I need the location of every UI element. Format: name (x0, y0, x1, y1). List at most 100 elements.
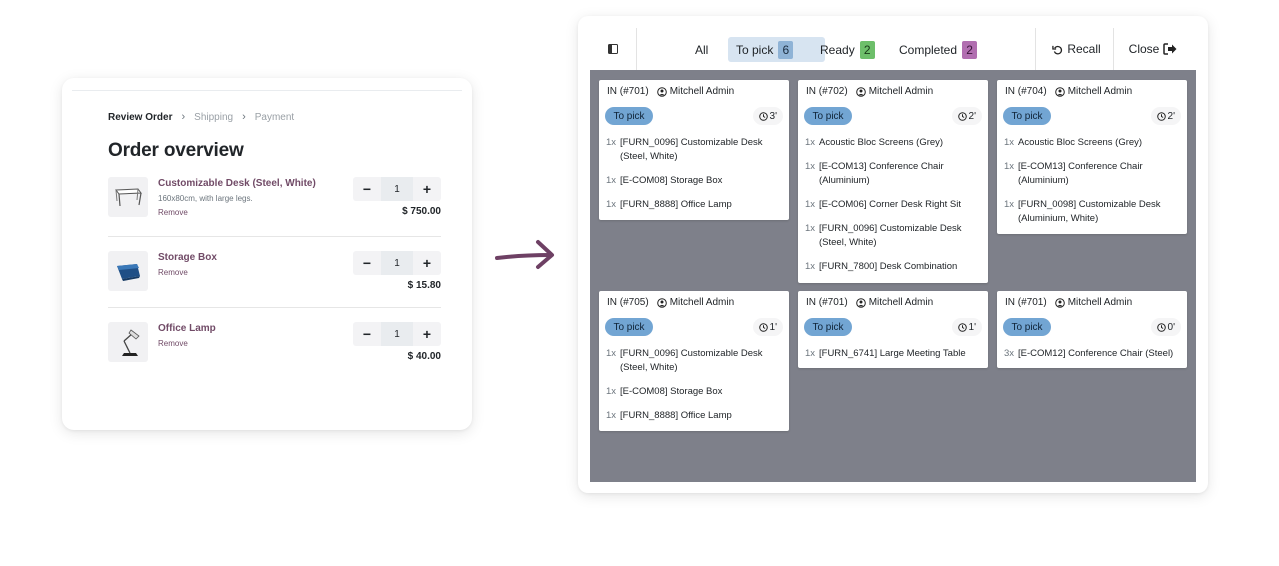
quantity-input[interactable]: 1 (381, 177, 413, 201)
tab-all-label: All (695, 42, 709, 57)
line-product: [FURN_7800] Desk Combination (819, 261, 958, 272)
breadcrumb-review-order[interactable]: Review Order (108, 111, 173, 123)
card-line: 1x [E-COM13] Conference Chair (Aluminium… (1004, 160, 1181, 188)
increase-quantity-button[interactable]: + (413, 177, 441, 201)
clock-icon (758, 322, 768, 332)
tab-to-pick[interactable]: To pick 6 (728, 37, 825, 62)
clock-icon (1156, 111, 1166, 121)
card-user: Mitchell Admin (868, 86, 934, 97)
picking-card[interactable]: IN (#702) Mitchell Admin To pick 2' 1x A… (798, 80, 988, 283)
order-line: Storage Box Remove − 1 + $ 15.80 (108, 251, 441, 313)
line-quantity: 1x (606, 348, 617, 359)
timer-value: 0' (1167, 321, 1175, 333)
status-badge: To pick (1003, 318, 1051, 336)
product-image-storage-box (108, 251, 148, 291)
user-icon (656, 297, 667, 308)
card-reference: IN (#701) (1005, 297, 1047, 308)
picking-kanban-window: All To pick 6 Ready 2 Completed 2 Recall… (578, 16, 1208, 493)
picking-card[interactable]: IN (#701) Mitchell Admin To pick 1' 1x [… (798, 291, 988, 368)
divider (72, 90, 462, 91)
quantity-input[interactable]: 1 (381, 322, 413, 346)
card-reference: IN (#702) (806, 86, 848, 97)
timer-badge: 2' (1150, 107, 1181, 125)
line-quantity: 1x (805, 348, 816, 359)
status-badge: To pick (804, 107, 852, 125)
timer-badge: 2' (951, 107, 982, 125)
breadcrumb-shipping[interactable]: Shipping (194, 111, 234, 123)
decrease-quantity-button[interactable]: − (353, 322, 381, 346)
page-title: Order overview (108, 140, 244, 161)
card-line: 1x [E-COM08] Storage Box (606, 174, 783, 188)
line-quantity: 1x (805, 161, 816, 172)
status-badge: To pick (804, 318, 852, 336)
chevron-right-icon: › (242, 111, 246, 123)
quantity-input[interactable]: 1 (381, 251, 413, 275)
card-header: IN (#701) Mitchell Admin (806, 297, 933, 308)
card-lines: 1x [FURN_6741] Large Meeting Table (805, 347, 982, 371)
card-line: 1x [FURN_6741] Large Meeting Table (805, 347, 982, 361)
count-badge: 2 (962, 40, 978, 59)
line-product: Acoustic Bloc Screens (Grey) (1018, 137, 1143, 148)
line-price: $ 40.00 (407, 351, 441, 362)
card-line: 1x [E-COM08] Storage Box (606, 385, 783, 399)
status-badge: To pick (605, 318, 653, 336)
arrow-right-icon (494, 236, 558, 279)
picking-card[interactable]: IN (#701) Mitchell Admin To pick 0' 3x [… (997, 291, 1187, 368)
recall-button[interactable]: Recall (1035, 28, 1113, 70)
undo-icon (1052, 45, 1063, 54)
line-quantity: 1x (805, 137, 816, 148)
timer-value: 2' (968, 110, 976, 122)
line-quantity: 1x (805, 261, 816, 272)
remove-link[interactable]: Remove (158, 208, 188, 217)
user-icon (656, 86, 667, 97)
line-quantity: 1x (805, 199, 816, 210)
tab-to-pick-label: To pick (736, 42, 774, 57)
tab-ready[interactable]: Ready 2 (812, 37, 883, 62)
timer-badge: 1' (752, 318, 783, 336)
top-bar: All To pick 6 Ready 2 Completed 2 Recall… (590, 28, 1196, 70)
card-line: 1x [FURN_8888] Office Lamp (606, 198, 783, 212)
line-quantity: 1x (1004, 199, 1015, 210)
product-name[interactable]: Storage Box (158, 252, 217, 263)
card-line: 1x [FURN_8888] Office Lamp (606, 409, 783, 423)
line-product: [FURN_8888] Office Lamp (620, 199, 732, 210)
remove-link[interactable]: Remove (158, 268, 188, 277)
card-user: Mitchell Admin (669, 297, 735, 308)
line-quantity: 1x (606, 137, 617, 148)
card-user: Mitchell Admin (868, 297, 934, 308)
picking-card[interactable]: IN (#704) Mitchell Admin To pick 2' 1x A… (997, 80, 1187, 234)
card-header: IN (#704) Mitchell Admin (1005, 86, 1132, 97)
tab-completed[interactable]: Completed 2 (891, 37, 985, 62)
product-name[interactable]: Customizable Desk (Steel, White) (158, 178, 316, 189)
decrease-quantity-button[interactable]: − (353, 177, 381, 201)
tab-all[interactable]: All (687, 37, 716, 62)
sign-out-icon (1163, 43, 1177, 55)
clock-icon (1156, 322, 1166, 332)
line-product: Acoustic Bloc Screens (Grey) (819, 137, 944, 148)
card-line: 1x [E-COM06] Corner Desk Right Sit (805, 198, 982, 212)
line-product: [E-COM08] Storage Box (620, 175, 723, 186)
breadcrumb-payment[interactable]: Payment (254, 111, 295, 123)
line-product: [E-COM12] Conference Chair (Steel) (1018, 348, 1174, 359)
product-image-office-lamp (108, 322, 148, 362)
increase-quantity-button[interactable]: + (413, 322, 441, 346)
product-name[interactable]: Office Lamp (158, 323, 216, 334)
close-button[interactable]: Close (1113, 28, 1196, 70)
picking-card[interactable]: IN (#701) Mitchell Admin To pick 3' 1x [… (599, 80, 789, 220)
increase-quantity-button[interactable]: + (413, 251, 441, 275)
line-quantity: 1x (606, 386, 617, 397)
user-icon (1054, 297, 1065, 308)
card-line: 1x Acoustic Bloc Screens (Grey) (805, 136, 982, 150)
product-image-desk (108, 177, 148, 217)
picking-card[interactable]: IN (#705) Mitchell Admin To pick 1' 1x [… (599, 291, 789, 431)
remove-link[interactable]: Remove (158, 339, 188, 348)
timer-value: 1' (968, 321, 976, 333)
line-product: [FURN_6741] Large Meeting Table (819, 348, 966, 359)
divider (108, 236, 441, 237)
line-product: [FURN_8888] Office Lamp (620, 410, 732, 421)
sidebar-toggle-button[interactable] (590, 28, 637, 70)
card-header: IN (#701) Mitchell Admin (1005, 297, 1132, 308)
decrease-quantity-button[interactable]: − (353, 251, 381, 275)
line-product: [FURN_0098] Customizable Desk (Aluminium… (1018, 199, 1161, 224)
card-lines: 1x [FURN_0096] Customizable Desk (Steel,… (606, 347, 783, 433)
